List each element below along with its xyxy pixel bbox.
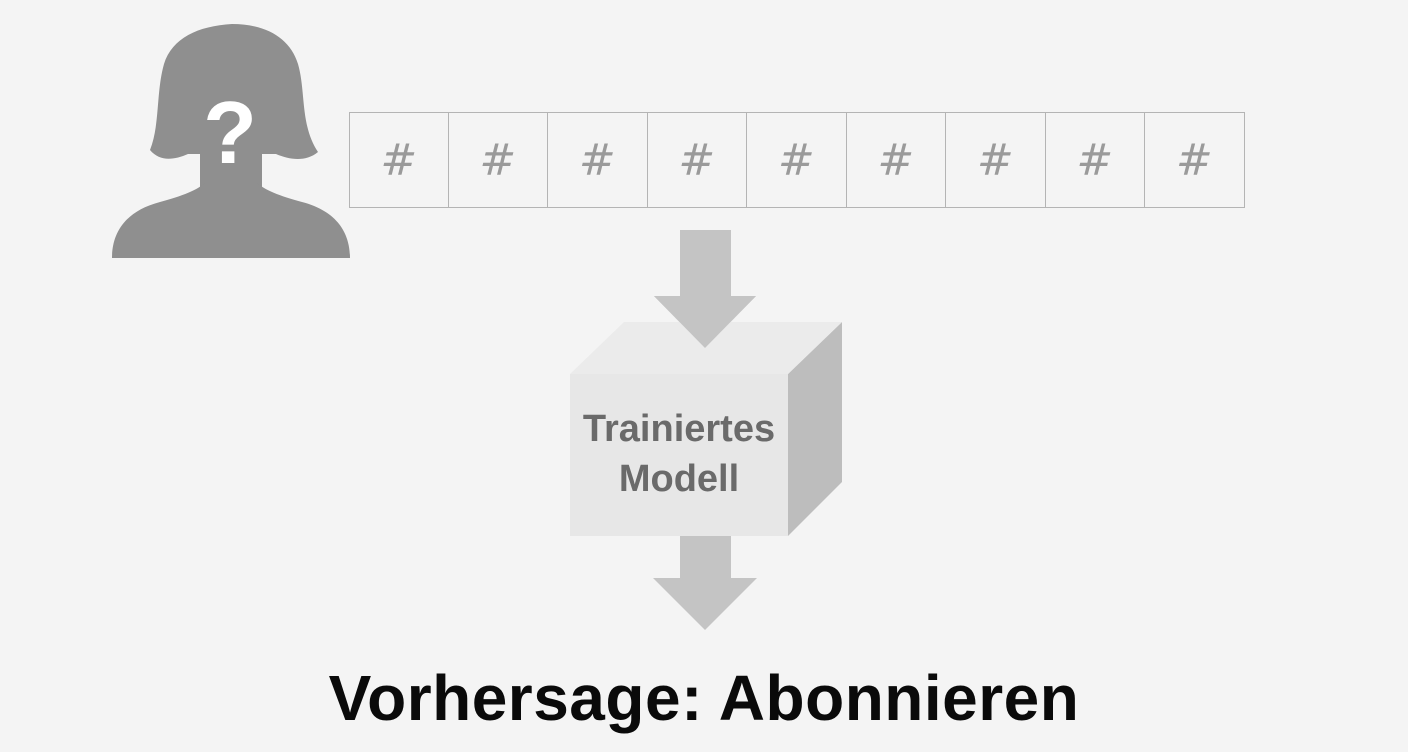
feature-cell: # [747, 112, 847, 208]
prediction-result: Vorhersage: Abonnieren [328, 662, 1080, 734]
model-cube-side [788, 322, 842, 536]
model-cube-top [570, 322, 842, 374]
feature-cell: # [647, 112, 747, 208]
model-cube [570, 296, 842, 536]
unknown-person-icon: ? [112, 24, 350, 258]
feature-cell: # [846, 112, 946, 208]
feature-cell: # [1045, 112, 1145, 208]
model-label-line2: Modell [618, 458, 740, 500]
output-arrow-shape [653, 536, 757, 630]
feature-cell: # [946, 112, 1046, 208]
feature-cell: # [448, 112, 548, 208]
question-mark-icon: ? [203, 83, 257, 182]
person-shoulders [112, 182, 350, 258]
feature-cell: # [548, 112, 648, 208]
feature-cell: # [1145, 112, 1245, 208]
model-label: Trainiertes Modell [570, 404, 788, 504]
input-arrow-tip [654, 296, 756, 348]
model-label-line1: Trainiertes [582, 408, 776, 450]
person-hair [150, 24, 318, 159]
output-arrow [653, 536, 757, 630]
model-cube-front [570, 374, 788, 536]
feature-cell: # [349, 112, 449, 208]
